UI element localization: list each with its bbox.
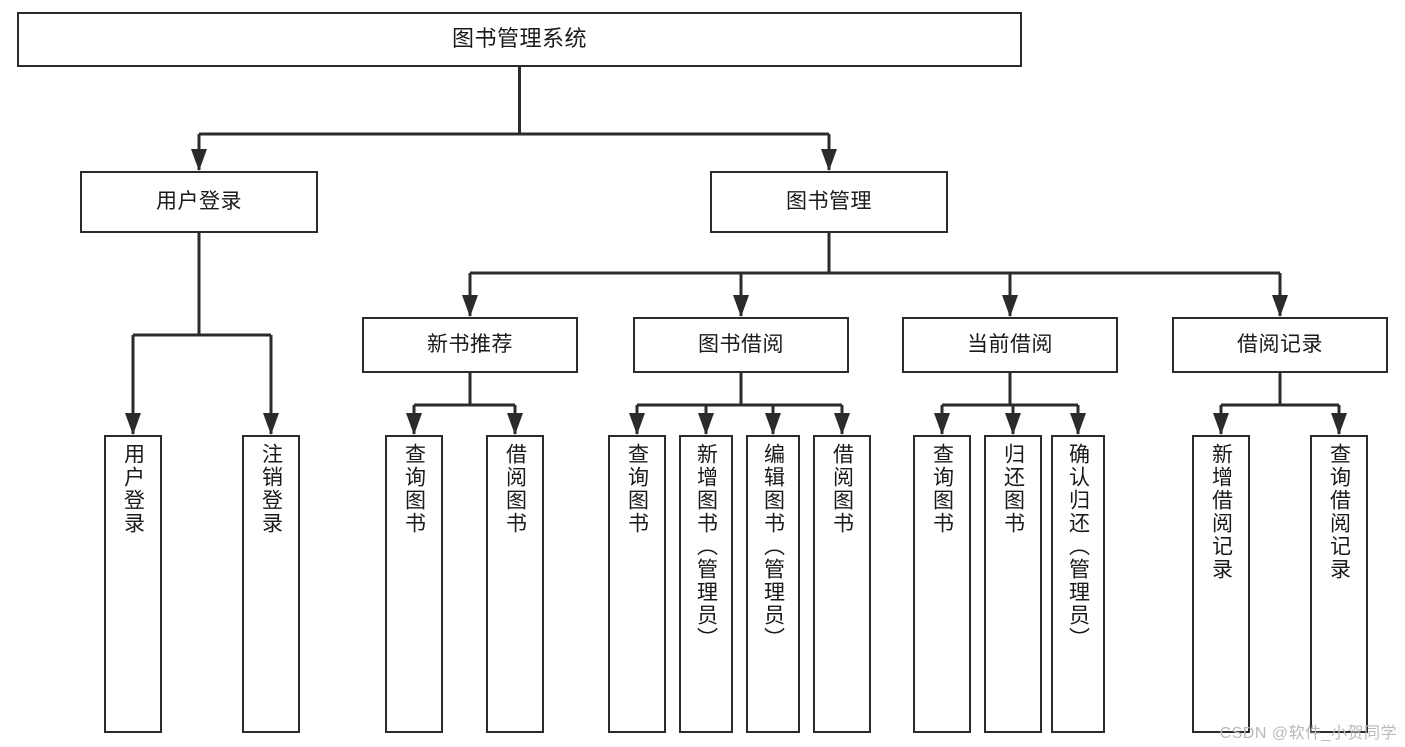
- arrowhead-icon: [698, 413, 714, 435]
- node-label: 查询借阅记录: [1327, 443, 1351, 581]
- node-leaf-borrow-book-2[interactable]: 借阅图书: [813, 435, 871, 733]
- node-label: 归还图书: [1001, 443, 1025, 535]
- node-label: 查询图书: [625, 443, 649, 535]
- node-label: 注销登录: [259, 443, 283, 535]
- node-label: 图书借阅: [698, 333, 784, 357]
- arrowhead-icon: [125, 413, 141, 435]
- node-leaf-user-login[interactable]: 用户登录: [104, 435, 162, 733]
- arrowhead-icon: [765, 413, 781, 435]
- node-leaf-add-book[interactable]: 新增图书（管理员）: [679, 435, 733, 733]
- arrowhead-icon: [629, 413, 645, 435]
- node-borrow-record[interactable]: 借阅记录: [1172, 317, 1388, 373]
- arrowhead-icon: [462, 295, 478, 317]
- arrowhead-icon: [834, 413, 850, 435]
- node-label: 新书推荐: [427, 333, 513, 357]
- arrowhead-layer: [125, 149, 1347, 435]
- node-leaf-query-record[interactable]: 查询借阅记录: [1310, 435, 1368, 733]
- arrowhead-icon: [1002, 295, 1018, 317]
- arrowhead-icon: [1070, 413, 1086, 435]
- node-label: 图书管理: [786, 190, 872, 214]
- node-user-login[interactable]: 用户登录: [80, 171, 318, 233]
- arrowhead-icon: [1005, 413, 1021, 435]
- node-leaf-query-book-3[interactable]: 查询图书: [913, 435, 971, 733]
- node-label: 新增图书（管理员）: [694, 443, 718, 650]
- node-label: 新增借阅记录: [1209, 443, 1233, 581]
- arrowhead-icon: [191, 149, 207, 171]
- node-new-book-rec[interactable]: 新书推荐: [362, 317, 578, 373]
- node-label: 当前借阅: [967, 333, 1053, 357]
- arrowhead-icon: [406, 413, 422, 435]
- arrowhead-icon: [1331, 413, 1347, 435]
- node-label: 借阅记录: [1237, 333, 1323, 357]
- node-label: 确认归还（管理员）: [1066, 443, 1090, 650]
- node-leaf-logout[interactable]: 注销登录: [242, 435, 300, 733]
- node-label: 编辑图书（管理员）: [761, 443, 785, 650]
- node-book-borrow[interactable]: 图书借阅: [633, 317, 849, 373]
- arrowhead-icon: [263, 413, 279, 435]
- node-leaf-add-record[interactable]: 新增借阅记录: [1192, 435, 1250, 733]
- node-label: 图书管理系统: [451, 26, 587, 52]
- node-leaf-borrow-book-1[interactable]: 借阅图书: [486, 435, 544, 733]
- node-label: 用户登录: [121, 443, 145, 535]
- node-label: 用户登录: [156, 190, 242, 214]
- arrowhead-icon: [1213, 413, 1229, 435]
- node-label: 查询图书: [930, 443, 954, 535]
- node-leaf-confirm-return[interactable]: 确认归还（管理员）: [1051, 435, 1105, 733]
- arrowhead-icon: [821, 149, 837, 171]
- node-leaf-query-book-2[interactable]: 查询图书: [608, 435, 666, 733]
- node-book-manage[interactable]: 图书管理: [710, 171, 948, 233]
- arrowhead-icon: [507, 413, 523, 435]
- node-current-borrow[interactable]: 当前借阅: [902, 317, 1118, 373]
- node-label: 查询图书: [402, 443, 426, 535]
- node-leaf-edit-book[interactable]: 编辑图书（管理员）: [746, 435, 800, 733]
- arrowhead-icon: [934, 413, 950, 435]
- node-root[interactable]: 图书管理系统: [17, 12, 1022, 67]
- node-label: 借阅图书: [830, 443, 854, 535]
- node-leaf-return-book[interactable]: 归还图书: [984, 435, 1042, 733]
- node-leaf-query-book-1[interactable]: 查询图书: [385, 435, 443, 733]
- node-label: 借阅图书: [503, 443, 527, 535]
- arrowhead-icon: [733, 295, 749, 317]
- connector-layer: [131, 67, 1341, 434]
- arrowhead-icon: [1272, 295, 1288, 317]
